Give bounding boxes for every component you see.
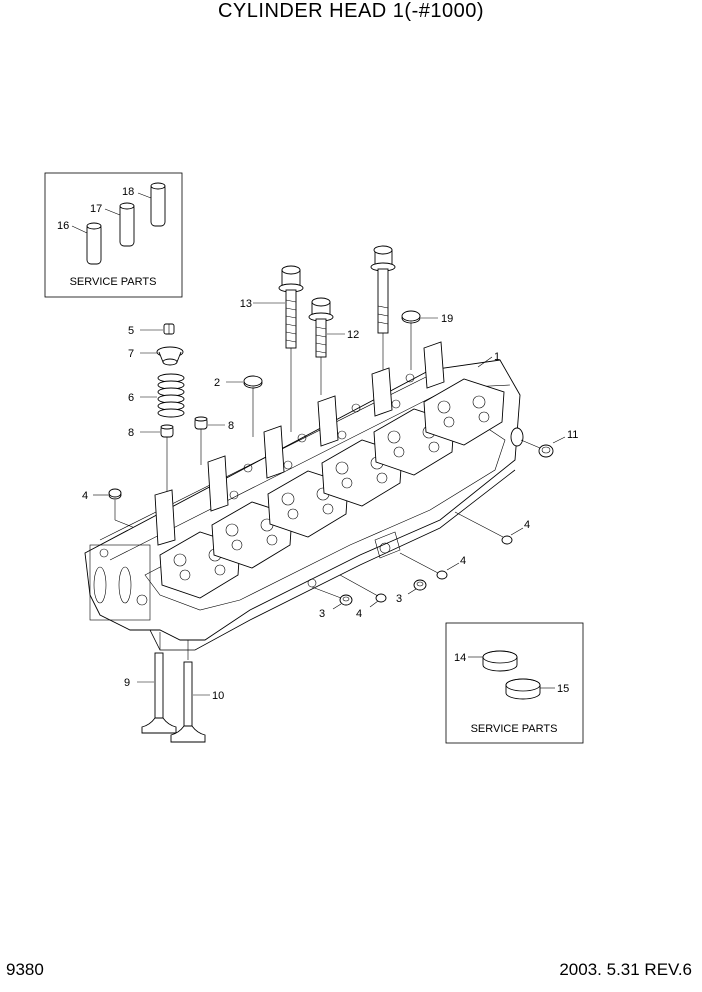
service-parts-box-1 [44,172,183,298]
part-19-seal [401,310,421,324]
part-17-pin [119,202,135,247]
part-11-plug [538,444,554,458]
page-number: 9380 [6,960,44,979]
service-parts-label-1: SERVICE PARTS [70,276,157,288]
callout-9: 9 [124,677,130,689]
part-12-bolt [308,297,334,358]
callout-15: 15 [557,683,569,695]
part-long-bolt [370,245,396,334]
part-4-plug-left [108,488,122,500]
callout-3-right: 3 [396,593,402,605]
callout-8b: 8 [228,420,234,432]
part-14-seal [482,650,518,672]
callout-4-right-1: 4 [524,519,530,531]
part-9-valve [141,652,177,734]
part-18-pin [150,182,166,227]
callout-3-mid: 3 [319,608,325,620]
part-5-keeper [163,323,175,335]
part-10-valve [170,661,206,743]
callout-1: 1 [494,351,500,363]
callout-13: 13 [240,298,252,310]
revision-date: 2003. 5.31 REV.6 [559,960,692,979]
callout-5: 5 [128,325,134,337]
callout-17: 17 [90,203,102,215]
part-2-ring [243,375,263,389]
part-7-retainer [156,346,184,366]
part-6-spring [157,373,185,418]
part-1-cylinder-head [84,341,524,651]
part-8-seal-a [160,424,174,438]
callout-4-left: 4 [82,490,88,502]
callout-19: 19 [441,313,453,325]
callout-14: 14 [454,652,466,664]
callout-7: 7 [128,348,134,360]
part-3-plug-mid [339,594,353,606]
part-15-seal [505,678,541,700]
callout-2: 2 [214,377,220,389]
service-parts-label-2: SERVICE PARTS [471,723,558,735]
callout-18: 18 [122,186,134,198]
part-8-seal-b [194,416,208,430]
part-13-bolt [278,265,304,349]
callout-10: 10 [212,690,224,702]
callout-8a: 8 [128,427,134,439]
part-4-plug-right-2 [436,570,448,580]
callout-4-mid: 4 [356,608,362,620]
callout-12: 12 [347,329,359,341]
part-3-plug-right [413,579,427,591]
callout-11: 11 [567,429,578,441]
part-4-plug-right-1 [501,535,513,545]
page-title: CYLINDER HEAD 1(-#1000) [217,0,485,22]
service-parts-box-2 [445,622,584,744]
callout-4-right-2: 4 [460,555,466,567]
part-4-plug-mid [375,593,387,603]
part-16-pin [86,222,102,265]
callout-16: 16 [57,220,69,232]
callout-6: 6 [128,392,134,404]
